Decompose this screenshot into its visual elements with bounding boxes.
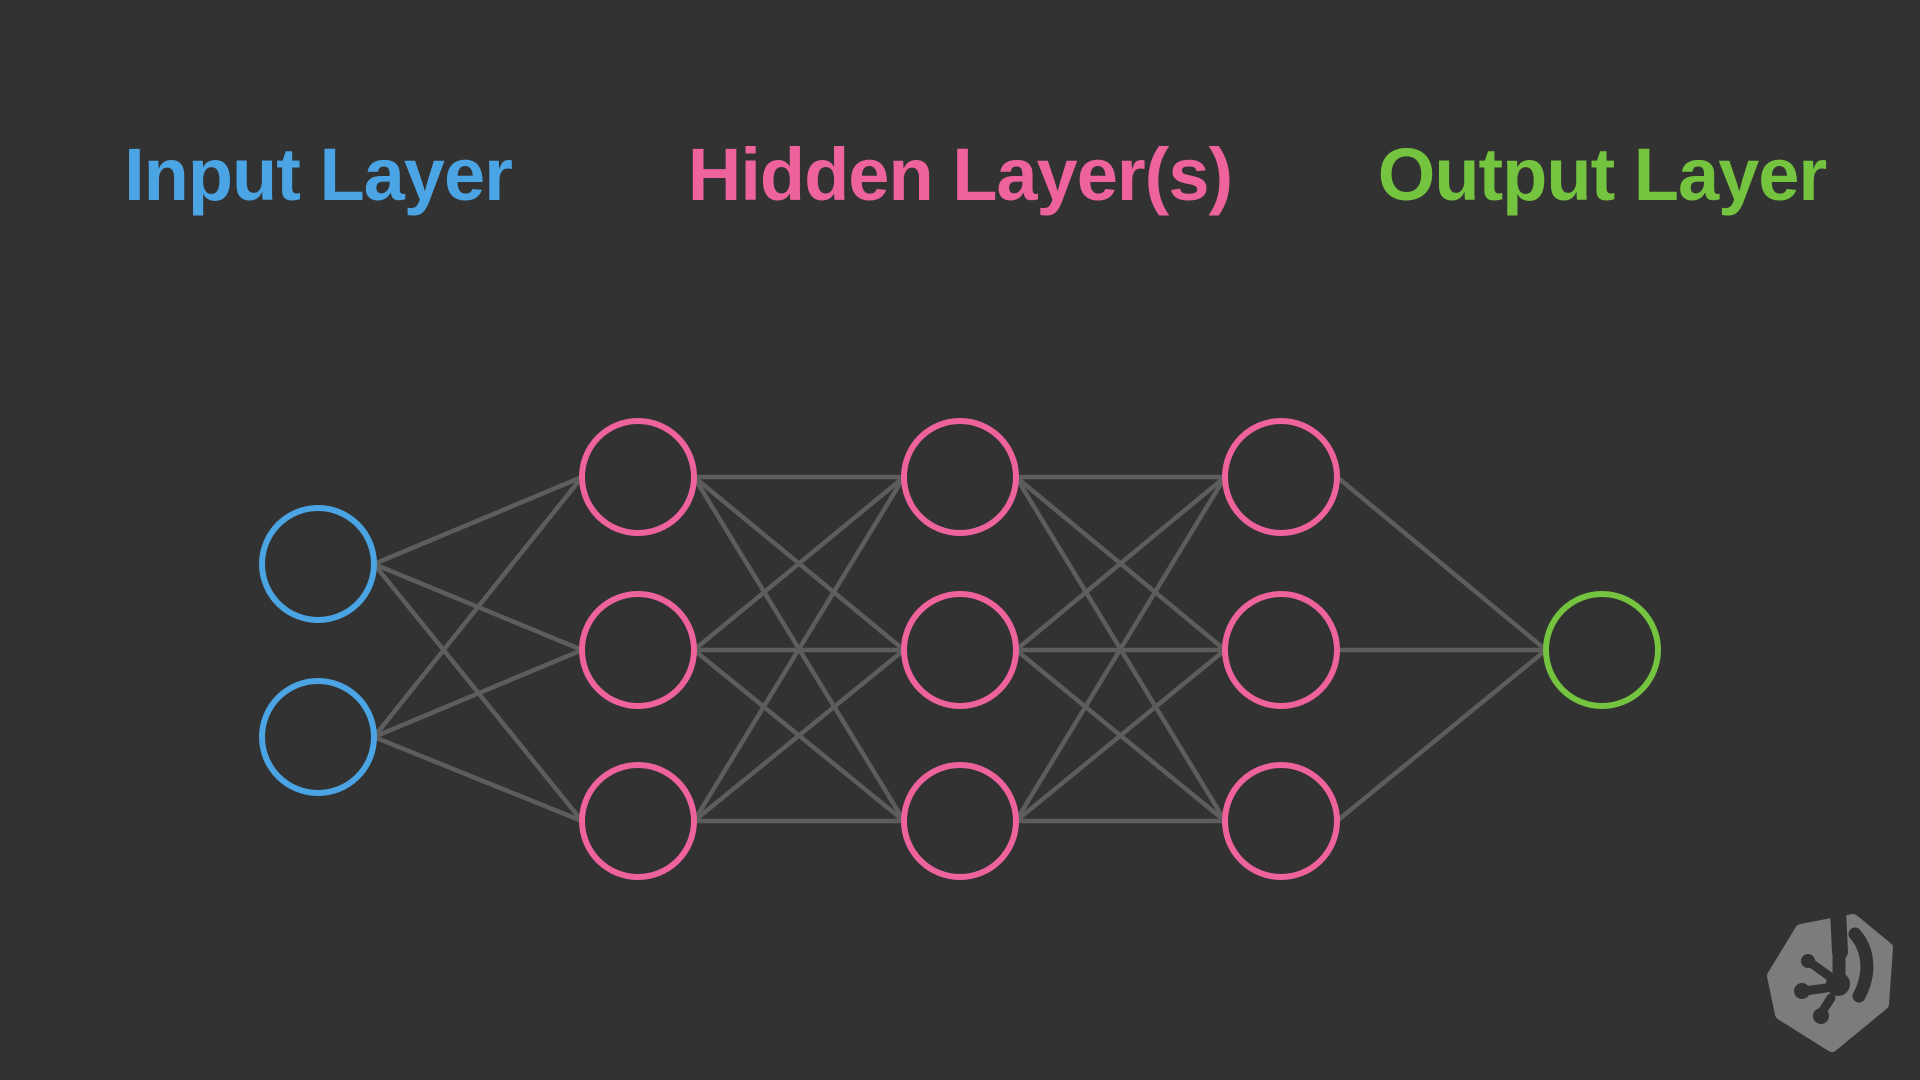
edge-hidden-3-to-output [1335, 648, 1548, 823]
input-layer-label: Input Layer [124, 133, 513, 216]
edge-hidden-1-to-hidden-2 [692, 648, 906, 823]
edge-input-to-hidden-1 [373, 734, 583, 824]
node-hidden-3-1 [1222, 418, 1340, 536]
node-hidden-3-2 [1222, 591, 1340, 709]
node-hidden-2-3 [901, 762, 1019, 880]
node-hidden-1-2 [579, 591, 697, 709]
node-hidden-3-3 [1222, 762, 1340, 880]
footprint-glyph [1794, 912, 1874, 1024]
node-hidden-1-1 [579, 418, 697, 536]
node-input-1 [259, 505, 377, 623]
edge-hidden-1-to-hidden-2 [692, 475, 906, 652]
hexagon-footprint-logo [1767, 912, 1893, 1052]
node-input-2 [259, 678, 377, 796]
edge-hidden-2-to-hidden-3 [1014, 648, 1227, 823]
edge-hidden-3-to-output [1335, 475, 1548, 652]
edge-hidden-2-to-hidden-3 [1014, 475, 1227, 823]
node-hidden-2-1 [901, 418, 1019, 536]
hidden-layer-label: Hidden Layer(s) [687, 133, 1233, 216]
edge-hidden-1-to-hidden-2 [692, 475, 906, 823]
edge-input-to-hidden-1 [373, 474, 583, 567]
node-output-1 [1543, 591, 1661, 709]
edge-input-to-hidden-1 [372, 475, 584, 739]
edge-input-to-hidden-1 [373, 647, 583, 740]
output-layer-label: Output Layer [1377, 133, 1827, 216]
edge-hidden-2-to-hidden-3 [1014, 475, 1227, 652]
node-hidden-1-3 [579, 762, 697, 880]
node-hidden-2-2 [901, 591, 1019, 709]
